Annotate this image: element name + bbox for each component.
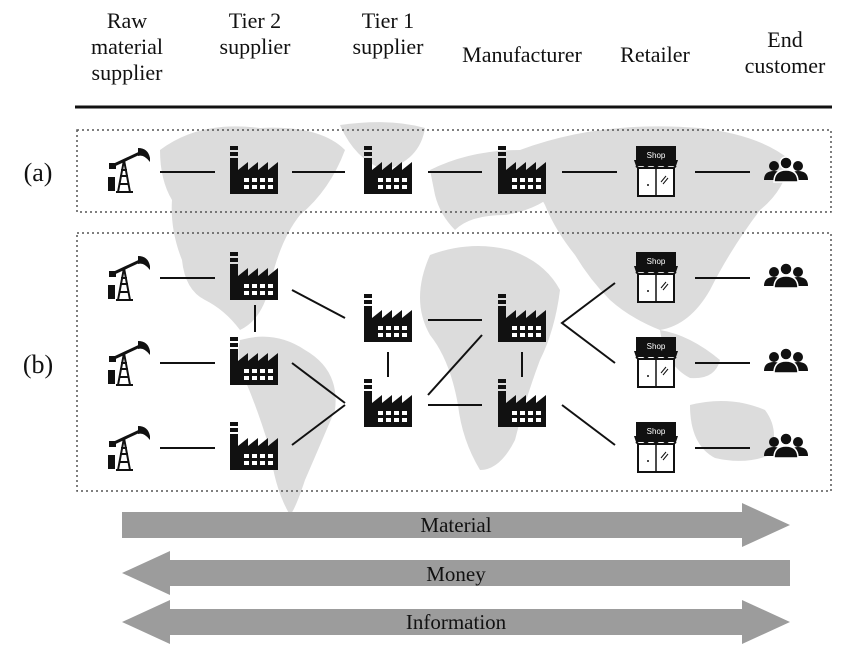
- header-line: supplier: [91, 60, 163, 85]
- header-line: supplier: [352, 34, 424, 59]
- money-arrow: [122, 551, 790, 595]
- people-group-icon: [763, 347, 809, 374]
- header-line: customer: [744, 53, 826, 78]
- oil-pump-icon: [106, 146, 152, 194]
- material-label: Material: [420, 513, 492, 537]
- factory-icon: [364, 294, 412, 342]
- header-line: material: [90, 34, 164, 59]
- row-label-a: (a): [23, 158, 53, 187]
- header-line: End: [767, 27, 803, 52]
- row-label-b: (b): [22, 350, 54, 379]
- information-arrow: [122, 600, 790, 644]
- row-b-box: [76, 232, 832, 492]
- oil-pump-icon: [106, 424, 152, 472]
- header-raw-material-supplier: Raw material supplier: [91, 8, 163, 86]
- shop-sign: Shop: [647, 257, 666, 266]
- map-africa: [420, 246, 560, 470]
- information-label: Information: [405, 610, 507, 634]
- material-arrow: [122, 503, 790, 547]
- header-retailer: Retailer: [620, 42, 690, 68]
- row-b-connectors: [160, 277, 750, 449]
- header-line: supplier: [219, 34, 291, 59]
- connector: [291, 362, 346, 404]
- connector: [560, 282, 616, 364]
- map-north-america: [160, 126, 345, 330]
- map-asia: [520, 126, 790, 330]
- map-greenland: [340, 122, 425, 170]
- connector: [561, 404, 616, 446]
- factory-icon: [364, 379, 412, 427]
- header-manufacturer: Manufacturer: [462, 42, 582, 68]
- shop-sign: Shop: [647, 151, 666, 160]
- money-label: Money: [426, 562, 486, 586]
- header-line: Manufacturer: [462, 42, 582, 67]
- header-tier2-supplier: Tier 2 supplier: [220, 8, 291, 60]
- header-line: Tier 1: [361, 8, 415, 33]
- connector: [427, 334, 483, 396]
- map-australia: [690, 401, 774, 461]
- header-line: Retailer: [620, 42, 690, 67]
- row-b-icons: Shop Shop Shop: [106, 251, 809, 473]
- header-line: Tier 2: [228, 8, 282, 33]
- oil-pump-icon: [106, 339, 152, 387]
- header-line: Raw: [106, 8, 148, 33]
- row-a-box: [76, 129, 832, 213]
- oil-pump-icon: [106, 254, 152, 302]
- people-group-icon: [763, 262, 809, 289]
- connector: [291, 289, 346, 319]
- connector: [291, 404, 346, 446]
- shop-sign: Shop: [647, 342, 666, 351]
- shop-sign: Shop: [647, 427, 666, 436]
- header-end-customer: End customer: [745, 27, 826, 79]
- row-a-icons: Shop: [106, 145, 809, 197]
- header-tier1-supplier: Tier 1 supplier: [353, 8, 424, 60]
